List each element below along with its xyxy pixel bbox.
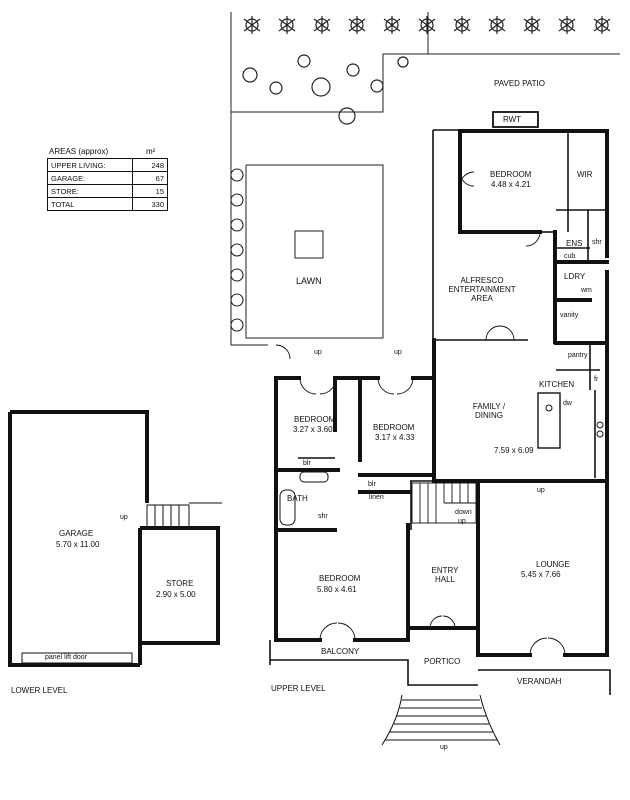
area-value: 248 [132, 158, 168, 172]
family-dining-label: FAMILY / DINING [472, 402, 506, 421]
upper-level-label: UPPER LEVEL [271, 684, 326, 693]
down-label: down [455, 509, 472, 516]
verandah-label: VERANDAH [517, 677, 562, 686]
palm-icon [488, 16, 506, 34]
garage-dimensions: 5.70 x 11.00 [56, 540, 100, 549]
lower-level-walls [8, 410, 220, 667]
areas-row: GARAGE:67 [47, 171, 168, 185]
panel-lift-door-label: panel lift door [45, 654, 88, 661]
entry-hall-label: ENTRY HALL [431, 566, 459, 585]
area-label: GARAGE: [47, 171, 133, 185]
palm-icon [383, 16, 401, 34]
area-total-value: 330 [132, 197, 168, 211]
up-label-entry: up [440, 744, 448, 751]
area-label: STORE: [47, 184, 133, 198]
rwt-tank [492, 111, 539, 128]
house-walls [274, 129, 609, 657]
door-swings [275, 171, 566, 656]
bath-label: BATH [287, 494, 308, 503]
bedroom4-dimensions: 5.80 x 4.61 [317, 585, 357, 594]
ens-label: ENS [566, 239, 583, 248]
bedroom3-label: BEDROOM [373, 423, 415, 432]
area-value: 15 [132, 184, 168, 198]
up-label-bedroom3: up [394, 349, 402, 356]
area-label: UPPER LIVING: [47, 158, 133, 172]
palm-icon [558, 16, 576, 34]
bedroom1-label: BEDROOM [490, 170, 532, 179]
area-total-label: TOTAL [47, 197, 133, 211]
ens-shower-label: shr [592, 239, 602, 246]
basin-icon [299, 471, 329, 483]
store-dimensions: 2.90 x 5.00 [156, 590, 196, 599]
palm-icon [243, 16, 261, 34]
lounge-label: LOUNGE [536, 560, 570, 569]
linen-label: linen [369, 494, 384, 501]
cub-label: cub [564, 253, 576, 260]
store-label: STORE [166, 579, 194, 588]
fridge-label: fr [594, 376, 599, 383]
palm-icon [348, 16, 366, 34]
panel-lift-door [21, 652, 133, 664]
areas-row: UPPER LIVING:248 [47, 158, 168, 172]
balcony-label: BALCONY [321, 647, 360, 656]
alfresco-label: ALFRESCO ENTERTAINMENT AREA [448, 276, 516, 304]
areas-row: STORE:15 [47, 184, 168, 198]
palm-icon [418, 16, 436, 34]
bedroom1-dimensions: 4.48 x 4.21 [491, 180, 531, 189]
wir-label: WIR [577, 170, 593, 179]
kitchen-label: KITCHEN [539, 380, 575, 389]
rwt-label: RWT [503, 115, 522, 124]
area-value: 67 [132, 171, 168, 185]
areas-header-label: AREAS (approx) [49, 147, 109, 156]
up-label-garage: up [120, 514, 128, 521]
garden-shrubs [242, 54, 409, 125]
tree-row [243, 16, 611, 34]
lawn-label: LAWN [296, 276, 322, 286]
sink-icon [545, 404, 553, 412]
paved-patio-label: PAVED PATIO [494, 79, 545, 88]
palm-icon [523, 16, 541, 34]
cooktop-icon [596, 421, 604, 438]
garage-label: GARAGE [59, 529, 94, 538]
lawn-feature [294, 230, 324, 259]
bathtub-icon [279, 489, 296, 526]
bath-linen-cupboard-label: blr [303, 460, 311, 467]
portico-label: PORTICO [424, 657, 461, 666]
up-label-bedroom2: up [314, 349, 322, 356]
bedroom2-label: BEDROOM [294, 415, 336, 424]
entrance-steps [381, 694, 501, 746]
internal-stairs [411, 482, 477, 524]
kitchen-island [537, 392, 561, 449]
laundry-label: LDRY [564, 272, 586, 281]
dishwasher-label: dw [563, 400, 572, 407]
washing-machine-label: wm [581, 287, 592, 294]
vanity-label: vanity [560, 312, 579, 319]
areas-header-unit: m² [146, 147, 156, 156]
palm-icon [593, 16, 611, 34]
up-label-stairs: up [458, 518, 466, 525]
bedroom2-dimensions: 3.27 x 3.60 [293, 425, 333, 434]
lower-stairs [146, 502, 222, 528]
hedge [230, 168, 244, 332]
areas-table: AREAS (approx) m² UPPER LIVING:248 GARAG… [47, 147, 168, 221]
bedroom4-label: BEDROOM [319, 574, 361, 583]
lounge-dimensions: 5.45 x 7.66 [521, 570, 561, 579]
palm-icon [278, 16, 296, 34]
family-dining-dimensions: 7.59 x 6.09 [494, 446, 534, 455]
pantry-label: pantry [568, 352, 588, 359]
lower-level-label: LOWER LEVEL [11, 686, 68, 695]
bedroom3-dimensions: 3.17 x 4.33 [375, 433, 415, 442]
up-label-family: up [537, 487, 545, 494]
palm-icon [313, 16, 331, 34]
site-boundary [230, 12, 620, 346]
interior-walls [269, 129, 611, 695]
blr-label: blr [368, 481, 376, 488]
palm-icon [453, 16, 471, 34]
bath-shower-label: shr [318, 513, 328, 520]
